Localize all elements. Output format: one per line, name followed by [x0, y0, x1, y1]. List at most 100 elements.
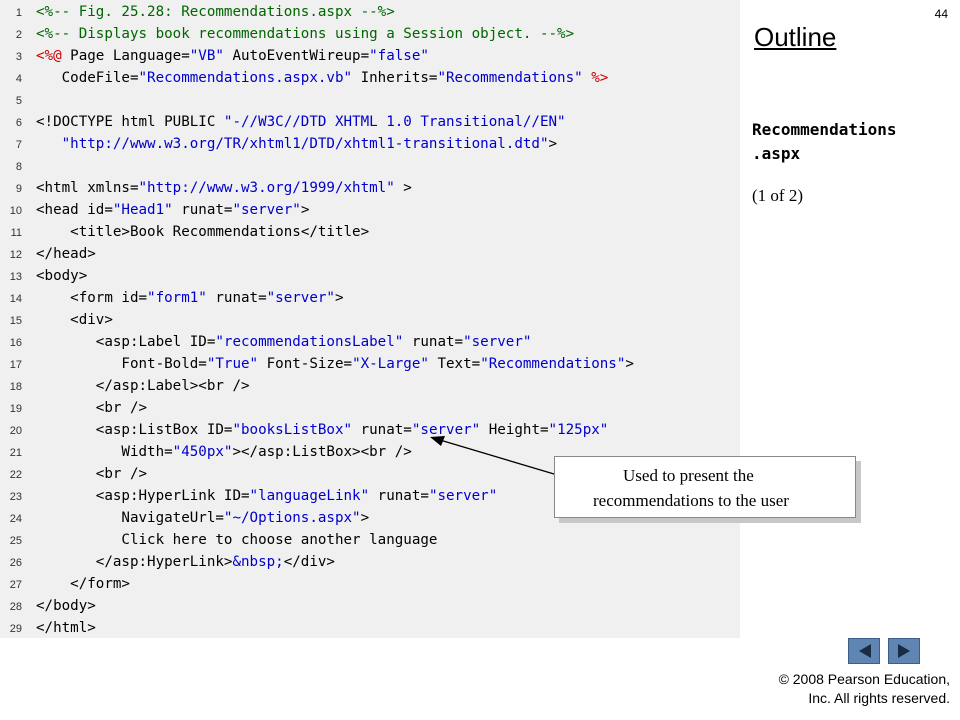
line-number: 4 [15, 73, 22, 85]
code-token: <html xmlns= [36, 180, 139, 196]
code-token: Text= [428, 356, 481, 372]
code-token: "Recommendations" [480, 356, 626, 372]
code-token: </head> [36, 246, 96, 262]
code-token: </asp:Label><br /> [36, 378, 250, 394]
code-line: 1<%-- Fig. 25.28: Recommendations.aspx -… [0, 1, 395, 23]
code-token: <%@ [36, 48, 62, 64]
code-token: </body> [36, 598, 96, 614]
code-line: 8 [0, 155, 36, 177]
code-token [583, 70, 592, 86]
code-line: 3 <%@ Page Language="VB" AutoEventWireup=… [0, 45, 429, 67]
outline-title: Outline [754, 22, 837, 52]
code-token: Page Language= [61, 48, 190, 64]
code-token: <asp:ListBox ID= [36, 422, 233, 438]
code-token: </form> [36, 576, 130, 592]
code-line: 24 NavigateUrl="~/Options.aspx"> [0, 507, 369, 529]
code-line: 27 </form> [0, 573, 130, 595]
triangle-left-icon [859, 644, 871, 658]
line-number: 20 [9, 425, 22, 437]
code-token: "~/Options.aspx" [223, 510, 361, 526]
code-line: 17 Font-Bold="True" Font-Size="X-Large" … [0, 353, 634, 375]
code-token: "-//W3C//DTD XHTML 1.0 Transitional//EN" [223, 114, 566, 130]
copyright-notice: © 2008 Pearson Education, Inc. All right… [779, 670, 950, 708]
code-line: 22 <br /> [0, 463, 147, 485]
code-token: <!DOCTYPE html PUBLIC [36, 114, 224, 130]
code-token: <asp:HyperLink ID= [36, 488, 250, 504]
code-token: AutoEventWireup= [223, 48, 370, 64]
code-line: 14 <form id="form1" runat="server"> [0, 287, 344, 309]
code-token: "Recommendations.aspx.vb" [138, 70, 353, 86]
code-line: 23 <asp:HyperLink ID="languageLink" runa… [0, 485, 498, 507]
code-line: 20 <asp:ListBox ID="booksListBox" runat=… [0, 419, 609, 441]
code-token: "false" [369, 48, 429, 64]
code-token: > [625, 356, 634, 372]
code-token: "form1" [147, 290, 207, 306]
line-number: 17 [9, 359, 22, 371]
code-line: 25 Click here to choose another language [0, 529, 438, 551]
code-token: "Head1" [112, 202, 173, 218]
code-token: <div> [36, 312, 113, 328]
code-token: > [394, 180, 412, 196]
code-line: 9 <html xmlns="http://www.w3.org/1999/xht… [0, 177, 412, 199]
line-number: 3 [15, 51, 22, 63]
code-line: 11 <title>Book Recommendations</title> [0, 221, 370, 243]
code-line: 18 </asp:Label><br /> [0, 375, 250, 397]
code-token: Font-Size= [258, 356, 353, 372]
line-number: 11 [10, 227, 22, 239]
line-number: 23 [9, 491, 22, 503]
code-token: "server" [232, 202, 301, 218]
line-number: 5 [15, 95, 22, 107]
code-token: &nbsp; [232, 554, 284, 570]
line-number: 10 [9, 205, 22, 217]
code-token: > [334, 290, 344, 306]
line-number: 15 [9, 315, 22, 327]
code-line: 15 <div> [0, 309, 113, 331]
code-token: Height= [480, 422, 549, 438]
line-number: 12 [9, 249, 22, 261]
code-line: 10<head id="Head1" runat="server"> [0, 199, 310, 221]
callout-text-line-2: recommendations to the user [593, 491, 789, 510]
code-line: 29</html> [0, 617, 96, 639]
code-token: "server" [428, 488, 498, 504]
code-line: 13<body> [0, 265, 88, 287]
callout-text-line-1: Used to present the [623, 466, 754, 485]
line-number: 24 [9, 513, 22, 525]
code-line: 19 <br /> [0, 397, 147, 419]
code-token: <%-- Displays book recommendations using… [36, 26, 575, 42]
code-token: CodeFile= [36, 70, 139, 86]
code-token: </asp:HyperLink> [36, 554, 233, 570]
line-number: 14 [9, 293, 22, 305]
copyright-line-1: © 2008 Pearson Education, [778, 671, 950, 687]
code-token: %> [591, 70, 609, 86]
code-token: "VB" [189, 48, 224, 64]
code-token: "http://www.w3.org/1999/xhtml" [138, 180, 395, 196]
line-number: 21 [9, 447, 22, 459]
next-slide-button[interactable] [888, 638, 920, 664]
code-token: runat= [172, 202, 233, 218]
code-token: </div> [283, 554, 335, 570]
code-token: <br /> [36, 400, 148, 416]
code-token: "server" [463, 334, 532, 350]
line-number: 2 [15, 29, 22, 41]
line-number: 8 [15, 161, 22, 173]
code-line: 2 <%-- Displays book recommendations usin… [0, 23, 574, 45]
triangle-right-icon [898, 644, 910, 658]
code-token: <body> [36, 268, 88, 284]
code-line: 6 <!DOCTYPE html PUBLIC "-//W3C//DTD XHTM… [0, 111, 566, 133]
code-line: 21 Width="450px"></asp:ListBox><br /> [0, 441, 412, 463]
code-token: > [300, 202, 310, 218]
code-token [36, 136, 62, 152]
previous-slide-button[interactable] [848, 638, 880, 664]
code-token: "http://www.w3.org/TR/xhtml1/DTD/xhtml1-… [61, 136, 549, 152]
line-number: 9 [15, 183, 22, 195]
code-token: Book Recommendations [129, 224, 301, 240]
code-token: </title> [300, 224, 370, 240]
line-number: 6 [15, 117, 22, 129]
code-token: runat= [403, 334, 464, 350]
code-token: Font-Bold= [36, 356, 207, 372]
code-token: runat= [369, 488, 429, 504]
code-token: "languageLink" [249, 488, 370, 504]
file-name-label: Recommendations .aspx [752, 120, 897, 163]
code-token: <br /> [36, 466, 148, 482]
code-token: <title> [36, 224, 130, 240]
